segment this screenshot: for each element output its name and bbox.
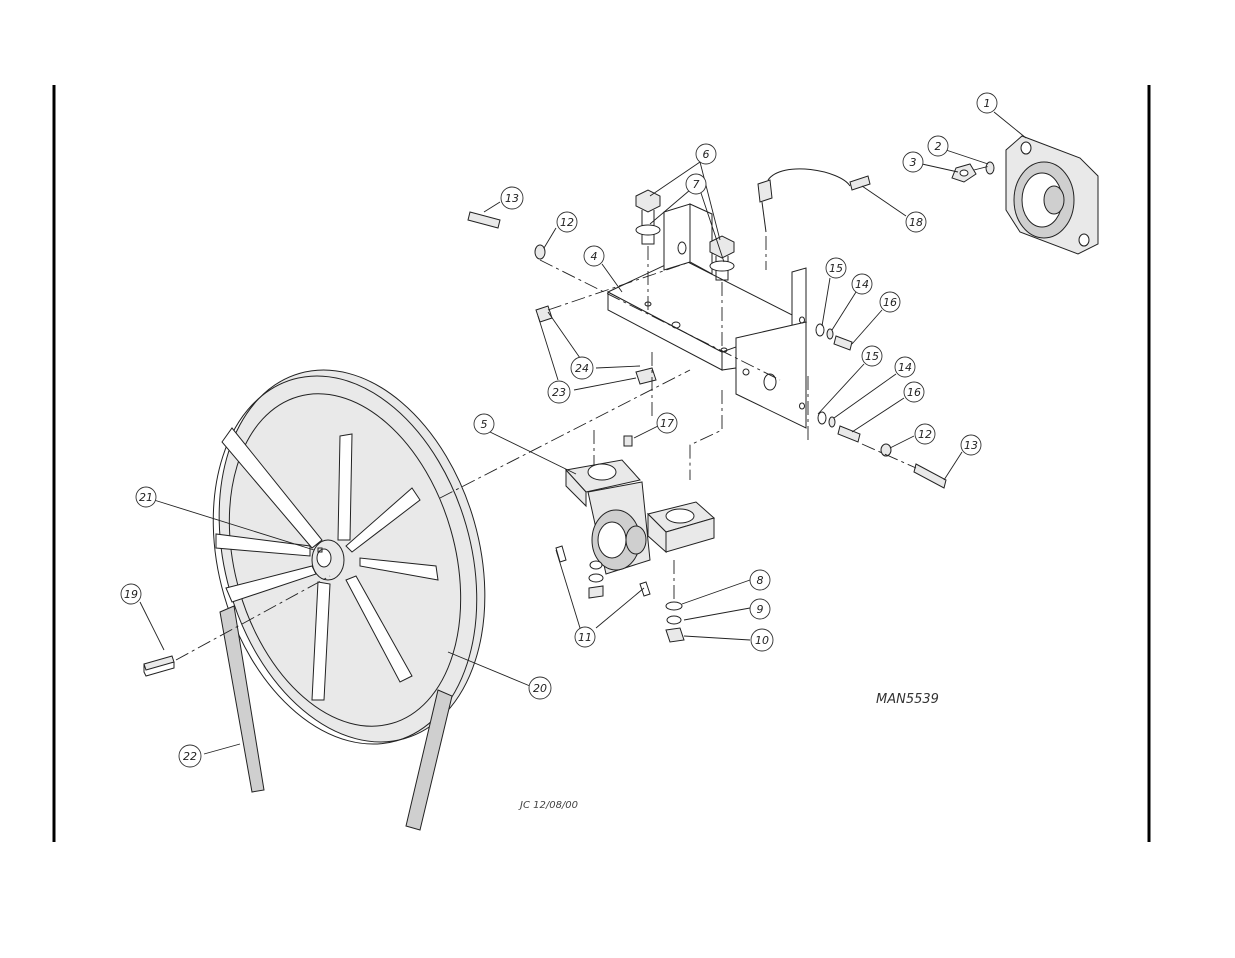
pillow-block-bearing bbox=[566, 460, 714, 574]
callout-19-label: 19 bbox=[124, 588, 138, 601]
callout-6: 6 bbox=[696, 144, 716, 164]
callout-7-label: 7 bbox=[693, 178, 700, 191]
lower-washers-nut bbox=[666, 602, 684, 642]
callout-14-lower-label: 14 bbox=[898, 361, 912, 374]
callout-16-lower-label: 16 bbox=[907, 386, 921, 399]
callout-12-upper: 12 bbox=[557, 212, 577, 232]
callout-3-label: 3 bbox=[910, 156, 917, 169]
callout-8: 8 bbox=[750, 570, 770, 590]
washer-and-nut bbox=[952, 162, 994, 182]
callout-4: 4 bbox=[584, 246, 604, 266]
callout-11-label: 11 bbox=[578, 631, 592, 644]
signature-date: JC 12/08/00 bbox=[518, 800, 578, 811]
set-pin bbox=[624, 436, 632, 446]
callout-15-upper: 15 bbox=[826, 258, 846, 278]
callout-4-label: 4 bbox=[591, 250, 598, 263]
callout-14-lower: 14 bbox=[895, 357, 915, 377]
right-fasteners bbox=[816, 324, 946, 488]
callout-19: 19 bbox=[121, 584, 141, 604]
callout-7: 7 bbox=[686, 174, 706, 194]
callout-3: 3 bbox=[903, 152, 923, 172]
callout-13-lower: 13 bbox=[961, 435, 981, 455]
callout-8-label: 8 bbox=[757, 574, 764, 587]
callout-23: 23 bbox=[548, 381, 570, 403]
callout-11: 11 bbox=[575, 627, 595, 647]
callout-22: 22 bbox=[179, 745, 201, 767]
pulley-wheel bbox=[172, 338, 526, 775]
callout-15-lower-label: 15 bbox=[865, 350, 879, 363]
callout-13-upper-label: 13 bbox=[505, 192, 519, 205]
callout-24: 24 bbox=[571, 357, 593, 379]
callout-5: 5 bbox=[474, 414, 494, 434]
callout-17: 17 bbox=[657, 413, 677, 433]
callout-9: 9 bbox=[750, 599, 770, 619]
callout-16-upper: 16 bbox=[880, 292, 900, 312]
callout-21-label: 21 bbox=[139, 491, 153, 504]
callout-14-upper: 14 bbox=[852, 274, 872, 294]
callout-9-label: 9 bbox=[757, 603, 764, 616]
callout-18: 18 bbox=[906, 212, 926, 232]
callout-21: 21 bbox=[136, 487, 156, 507]
callout-22-label: 22 bbox=[183, 750, 197, 763]
callout-2-label: 2 bbox=[935, 140, 942, 153]
callout-15-upper-label: 15 bbox=[829, 262, 843, 275]
callout-12-lower-label: 12 bbox=[918, 428, 932, 441]
callout-5-label: 5 bbox=[481, 418, 488, 431]
mounting-bracket bbox=[608, 204, 806, 428]
callout-18-label: 18 bbox=[909, 216, 923, 229]
sensor-cable bbox=[758, 169, 870, 232]
callout-6-label: 6 bbox=[703, 148, 710, 161]
callout-10: 10 bbox=[751, 629, 773, 651]
callout-16-upper-label: 16 bbox=[883, 296, 897, 309]
callout-20: 20 bbox=[529, 677, 551, 699]
callout-12-upper-label: 12 bbox=[560, 216, 574, 229]
flange-bearing bbox=[1006, 136, 1098, 254]
callout-1: 1 bbox=[977, 93, 997, 113]
callout-17-label: 17 bbox=[660, 417, 674, 430]
callout-15-lower: 15 bbox=[862, 346, 882, 366]
callout-20-label: 20 bbox=[533, 682, 547, 695]
drawing-number: MAN5539 bbox=[876, 692, 939, 707]
callout-1-label: 1 bbox=[984, 97, 991, 110]
callout-14-upper-label: 14 bbox=[855, 278, 869, 291]
callout-13-lower-label: 13 bbox=[964, 439, 978, 452]
callout-24-label: 24 bbox=[575, 362, 589, 375]
callout-10-label: 10 bbox=[755, 634, 769, 647]
callout-16-lower: 16 bbox=[904, 382, 924, 402]
callout-13-upper: 13 bbox=[501, 187, 523, 209]
callout-12-lower: 12 bbox=[915, 424, 935, 444]
callout-2: 2 bbox=[928, 136, 948, 156]
callout-23-label: 23 bbox=[552, 386, 566, 399]
shaft-key bbox=[144, 656, 174, 676]
